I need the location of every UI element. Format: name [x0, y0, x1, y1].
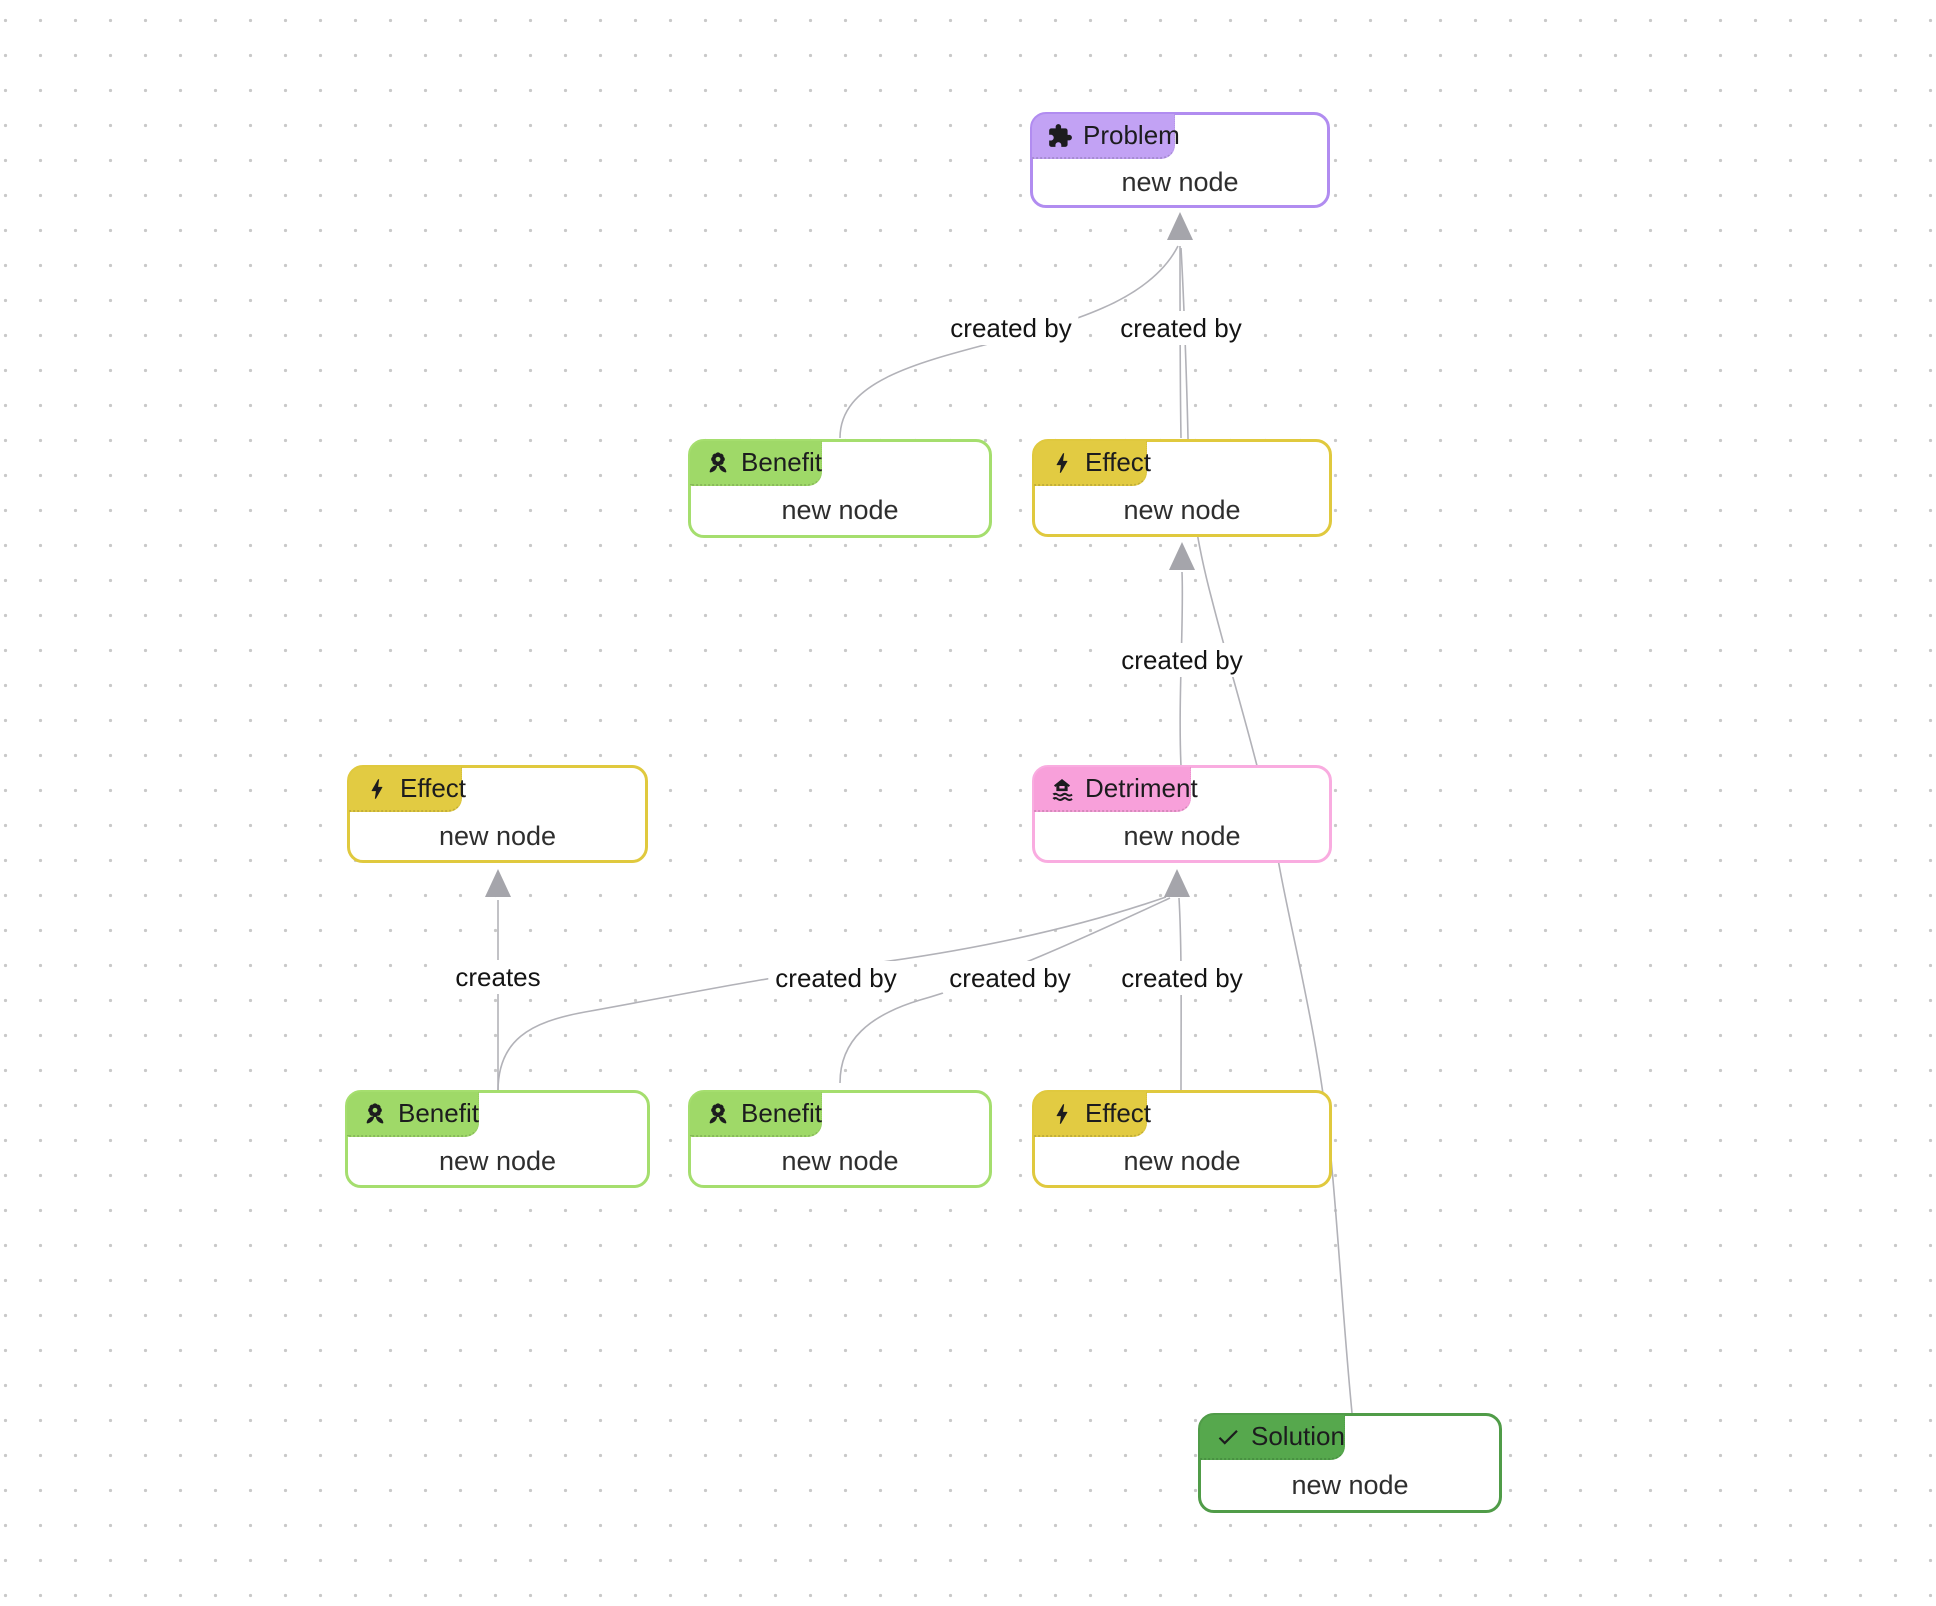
- node-type-label: Effect: [1085, 1098, 1152, 1128]
- node-type-badge: Benefit: [347, 1092, 479, 1137]
- node-type-label: Effect: [400, 773, 467, 803]
- node-type-label: Problem: [1083, 120, 1180, 150]
- node-type-badge: Detriment: [1034, 767, 1198, 812]
- node-type-label: Solution: [1251, 1421, 1345, 1451]
- node-type-badge: Benefit: [690, 441, 822, 486]
- node-title[interactable]: new node: [1123, 820, 1241, 851]
- node-type-label: Effect: [1085, 447, 1152, 477]
- flow-node-benefit-1[interactable]: Benefit new node: [688, 439, 992, 538]
- flood-icon: [1049, 776, 1075, 802]
- node-type-badge: Benefit: [690, 1092, 822, 1137]
- node-type-badge: Effect: [1034, 441, 1151, 486]
- flower-icon: [705, 450, 731, 476]
- node-title[interactable]: new node: [781, 495, 899, 525]
- flower-icon: [705, 1101, 731, 1127]
- edge-label-e7[interactable]: created by: [1114, 961, 1250, 995]
- bolt-icon: [364, 776, 390, 802]
- flower-icon: [362, 1101, 388, 1127]
- arrowhead-into-effect-2: [485, 869, 511, 897]
- node-title[interactable]: new node: [1123, 494, 1241, 525]
- edge-label-e5[interactable]: created by: [768, 961, 904, 995]
- node-type-label: Benefit: [398, 1098, 479, 1128]
- flow-node-benefit-2[interactable]: Benefit new node: [345, 1090, 650, 1188]
- flow-node-solution-1[interactable]: Solution new node: [1198, 1413, 1502, 1513]
- node-title[interactable]: new node: [781, 1145, 899, 1176]
- bolt-icon: [1049, 1101, 1075, 1127]
- node-title[interactable]: new node: [1291, 1469, 1409, 1500]
- arrowhead-into-detriment-1: [1164, 869, 1190, 897]
- flow-node-effect-3[interactable]: Effect new node: [1032, 1090, 1332, 1188]
- edge-benefit-3-to-detriment-1[interactable]: [839, 897, 1171, 1084]
- node-title[interactable]: new node: [1121, 166, 1239, 197]
- edge-label-e3[interactable]: created by: [1114, 643, 1250, 677]
- node-type-label: Benefit: [741, 1098, 822, 1128]
- flow-node-effect-2[interactable]: Effect new node: [347, 765, 648, 863]
- node-type-label: Benefit: [741, 447, 822, 477]
- edge-label-e6[interactable]: created by: [942, 961, 1078, 995]
- node-type-badge: Problem: [1032, 114, 1180, 159]
- node-type-badge: Effect: [349, 767, 466, 812]
- flow-node-benefit-3[interactable]: Benefit new node: [688, 1090, 992, 1188]
- arrowhead-into-effect-1: [1169, 542, 1195, 570]
- node-title[interactable]: new node: [438, 820, 557, 851]
- node-type-badge: Solution: [1200, 1415, 1345, 1460]
- check-icon: [1215, 1424, 1241, 1450]
- puzzle-icon: [1047, 123, 1073, 149]
- edge-label-e4[interactable]: creates: [448, 960, 548, 994]
- flow-node-effect-1[interactable]: Effect new node: [1032, 439, 1332, 537]
- node-type-label: Detriment: [1085, 773, 1198, 803]
- edge-label-e1[interactable]: created by: [943, 311, 1079, 345]
- node-title[interactable]: new node: [1123, 1145, 1241, 1176]
- node-title[interactable]: new node: [438, 1145, 557, 1176]
- node-type-badge: Effect: [1034, 1092, 1151, 1137]
- bolt-icon: [1049, 450, 1075, 476]
- edge-label-e2[interactable]: created by: [1113, 311, 1249, 345]
- flow-node-problem-1[interactable]: Problem new node: [1030, 112, 1330, 208]
- edge-benefit-2-to-detriment-1[interactable]: [497, 896, 1167, 1092]
- flow-node-detriment-1[interactable]: Detriment new node: [1032, 765, 1332, 863]
- arrowhead-into-problem-1: [1167, 212, 1193, 240]
